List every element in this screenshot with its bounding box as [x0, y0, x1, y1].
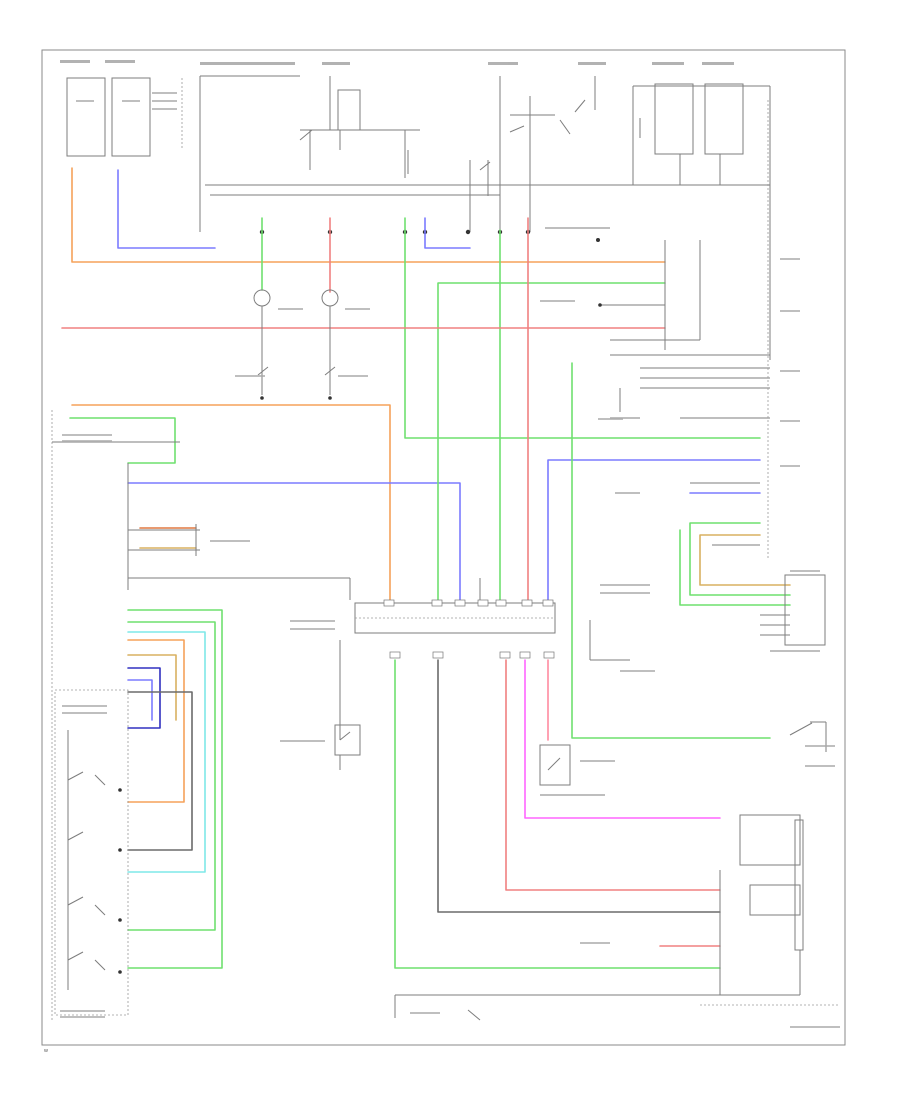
center-sensor [334, 724, 361, 770]
switch-wire-ladder [127, 621, 216, 931]
wire-darkgray [437, 659, 721, 913]
connector-pins-top [259, 229, 531, 235]
bottom-center-switch [394, 994, 720, 1021]
left-ecu [51, 410, 351, 1020]
diagram-frame [41, 49, 846, 1046]
relay-switch-contacts [299, 99, 641, 174]
wire-orange [71, 167, 666, 601]
wire-green [69, 217, 791, 969]
lower-left-switch-box [54, 689, 129, 1016]
center-junction-strip [339, 578, 556, 740]
top-fuse-block [66, 75, 771, 360]
footer-code: W [44, 1048, 48, 1053]
tiny-labels [60, 60, 840, 1028]
wire-magenta [524, 659, 721, 819]
wire-red [61, 217, 721, 947]
lamp-sockets [253, 289, 339, 400]
center-relay [539, 744, 605, 796]
right-bottom-module [700, 721, 840, 1006]
right-connector-block [760, 574, 826, 646]
right-ecu-top [589, 100, 791, 661]
wire-blue [117, 169, 761, 601]
